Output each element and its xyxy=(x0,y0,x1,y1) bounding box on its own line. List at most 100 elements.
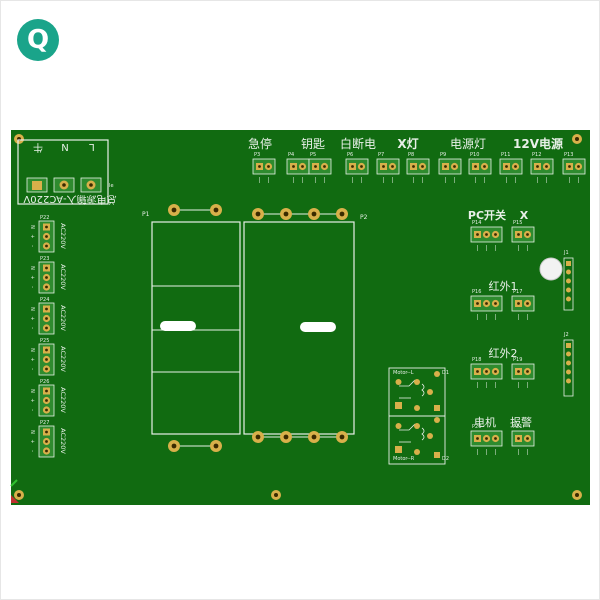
connector-ref: P20 xyxy=(472,424,481,430)
connector-voltage-label: AC220V xyxy=(59,387,67,413)
pin-mark: - xyxy=(29,368,35,370)
pin-mark: N xyxy=(29,430,35,434)
connector-ref: P23 xyxy=(40,256,49,262)
power-pin-label: 牛 xyxy=(33,141,43,154)
power-small-label: Ie xyxy=(109,183,114,189)
terminal-block-p6: P6 xyxy=(345,152,369,183)
terminal-block-p11: P11 xyxy=(499,152,523,183)
motor-left-label: Motor--L xyxy=(393,370,414,376)
connector-ref: P22 xyxy=(40,215,49,221)
pin-mark: N xyxy=(29,389,35,393)
side-header-j2: J2 xyxy=(563,332,574,397)
connector-ref: P6 xyxy=(347,152,353,158)
corner-marks xyxy=(10,479,19,503)
connector-ref: P13 xyxy=(564,152,573,158)
motor-right-label: Motor--R xyxy=(393,456,415,462)
connector-ref: P21 xyxy=(513,424,522,430)
terminal-block-p17: P17 xyxy=(511,289,535,320)
pin-mark: - xyxy=(29,245,35,247)
pin-mark: + xyxy=(29,316,35,320)
connector-voltage-label: AC220V xyxy=(59,305,67,331)
diode-d1-label: D1 xyxy=(442,370,449,376)
header-ref: J1 xyxy=(563,250,569,256)
connector-ref: P25 xyxy=(40,338,49,344)
terminal-block-p16: P16 xyxy=(470,289,503,320)
terminal-block-p5: P5 xyxy=(308,152,332,183)
power-pin-label: L xyxy=(89,141,95,152)
pin-mark: + xyxy=(29,275,35,279)
terminal-block-p15: P15 xyxy=(511,220,535,251)
label-alarm: 报警 xyxy=(510,415,532,429)
pin-mark: + xyxy=(29,439,35,443)
label-pc-switch: PC开关 xyxy=(468,208,506,222)
connector-voltage-label: AC220V xyxy=(59,264,67,290)
terminal-block-p9: P9 xyxy=(438,152,462,183)
power-input-block: 牛 N L 总电源输入-AC220V Ie xyxy=(17,139,117,206)
connector-ref: P12 xyxy=(532,152,541,158)
pin-mark: + xyxy=(29,357,35,361)
power-input-caption: 总电源输入-AC220V xyxy=(23,193,116,206)
power-pin-label: N xyxy=(61,141,68,152)
top-connector-row: P3 P4 P5 P6 P7 P8 P9 P10 P11 P12 P13 xyxy=(252,152,586,183)
component-ref: P1 xyxy=(142,211,150,218)
connector-ref: P19 xyxy=(513,357,522,363)
top-label-emergency-stop: 急停 xyxy=(248,136,272,151)
mounting-holes xyxy=(14,134,582,500)
connector-voltage-label: AC220V xyxy=(59,223,67,249)
terminal-block-p19: P19 xyxy=(511,357,535,388)
connector-ref: P24 xyxy=(40,297,49,303)
connector-ref: P14 xyxy=(472,220,481,226)
pin-mark: N xyxy=(29,225,35,229)
right-label-group: PC开关 X 红外1 红外2 电机 报警 xyxy=(468,208,532,429)
terminal-block-p3: P3 xyxy=(252,152,276,183)
component-p2: P2 xyxy=(243,208,368,443)
terminal-block-p12: P12 xyxy=(530,152,554,183)
connector-ref: P8 xyxy=(408,152,414,158)
terminal-block-p20: P20 xyxy=(470,424,503,455)
pin-mark: N xyxy=(29,307,35,311)
connector-ref: P17 xyxy=(513,289,522,295)
motor-relay-block: Motor--L Motor--R D1 D2 xyxy=(388,367,449,465)
top-label-12v: 12V电源 xyxy=(513,136,563,151)
label-motor: 电机 xyxy=(474,415,496,429)
pin-mark: - xyxy=(29,409,35,411)
connector-ref: P15 xyxy=(513,220,522,226)
terminal-block-p8: P8 xyxy=(406,152,430,183)
terminal-block-p7: P7 xyxy=(376,152,400,183)
top-label-x-lamp: X灯 xyxy=(397,136,418,151)
logo-letter: Q xyxy=(26,25,50,55)
diode-d2-label: D2 xyxy=(442,456,449,462)
connector-ref: P3 xyxy=(254,152,260,158)
connector-ref: P7 xyxy=(378,152,384,158)
connector-ref: P18 xyxy=(472,357,481,363)
label-ir2: 红外2 xyxy=(489,347,518,360)
top-label-row: 急停 钥匙 白断电 X灯 电源灯 12V电源 xyxy=(248,136,563,151)
pin-mark: + xyxy=(29,398,35,402)
connector-ref: P4 xyxy=(288,152,294,158)
connector-voltage-label: AC220V xyxy=(59,346,67,372)
connector-ref: P16 xyxy=(472,289,481,295)
side-header-j1: J1 xyxy=(563,250,574,311)
buzzer xyxy=(539,257,563,281)
terminal-block-p14: P14 xyxy=(470,220,503,251)
connector-ref: P9 xyxy=(440,152,446,158)
connector-voltage-label: AC220V xyxy=(59,428,67,454)
connector-ref: P27 xyxy=(40,420,49,426)
pin-mark: - xyxy=(29,450,35,452)
component-p1: P1 xyxy=(142,204,241,452)
top-label-key: 钥匙 xyxy=(301,137,325,151)
terminal-block-p10: P10 xyxy=(468,152,492,183)
header-ref: J2 xyxy=(563,332,569,338)
component-ref: P2 xyxy=(360,214,368,221)
pin-mark: - xyxy=(29,327,35,329)
top-label-power-off: 白断电 xyxy=(340,136,376,151)
label-x: X xyxy=(520,209,529,222)
label-ir1: 红外1 xyxy=(489,280,518,293)
